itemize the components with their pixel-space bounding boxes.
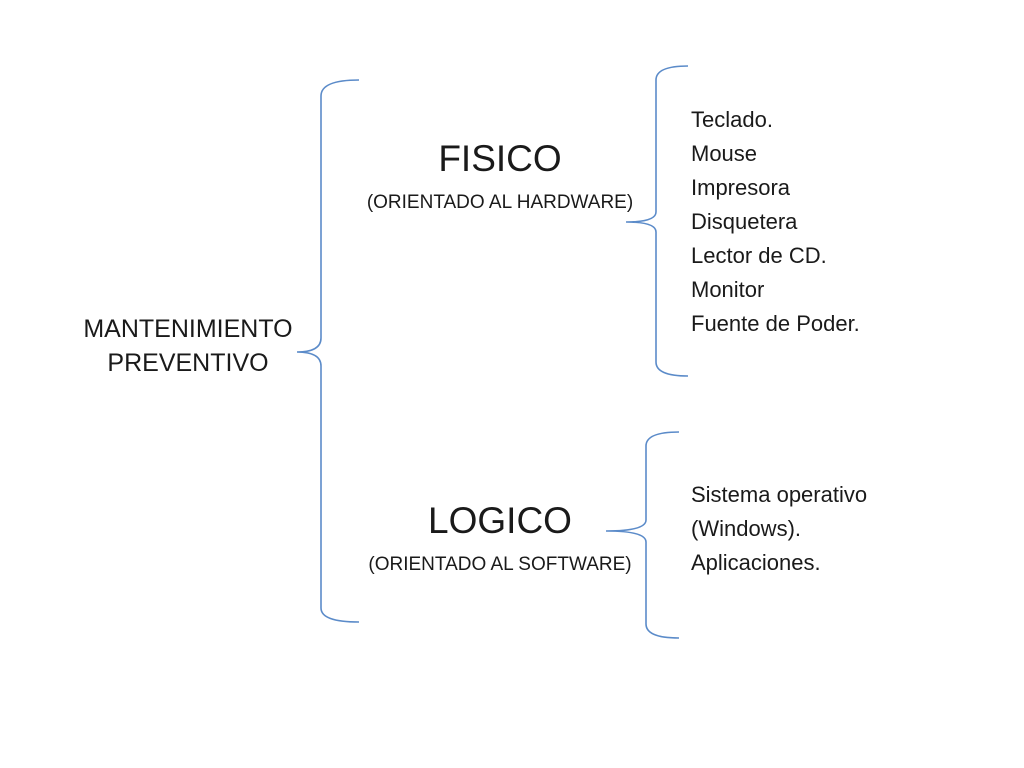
list-item: Aplicaciones.: [691, 550, 821, 575]
logico-item-list: Sistema operativo (Windows). Aplicacione…: [691, 478, 867, 580]
list-item: (Windows).: [691, 516, 802, 541]
root-label: MANTENIMIENTO PREVENTIVO: [52, 312, 324, 380]
root-label-line-1: MANTENIMIENTO: [83, 315, 293, 343]
root-label-line-2: PREVENTIVO: [107, 349, 269, 377]
list-item: Impresora: [691, 175, 791, 200]
list-item: Fuente de Poder.: [691, 311, 860, 336]
branch-subtitle-fisico: (ORIENTADO AL HARDWARE): [366, 192, 634, 213]
list-item: Mouse: [691, 141, 758, 166]
list-item: Teclado.: [691, 107, 773, 132]
branch-title-fisico: FISICO: [438, 138, 562, 179]
list-item: Monitor: [691, 277, 765, 302]
fisico-bracket: [625, 65, 689, 377]
branch-subtitle-logico: (ORIENTADO AL SOFTWARE): [368, 554, 632, 575]
fisico-item-list: Teclado. Mouse Impresora Disquetera Lect…: [691, 103, 860, 341]
branch-title-logico: LOGICO: [428, 500, 572, 541]
list-item: Disquetera: [691, 209, 798, 234]
list-item: Lector de CD.: [691, 243, 827, 268]
main-bracket: [296, 79, 360, 623]
logico-bracket: [605, 431, 680, 639]
list-item: Sistema operativo: [691, 482, 868, 507]
